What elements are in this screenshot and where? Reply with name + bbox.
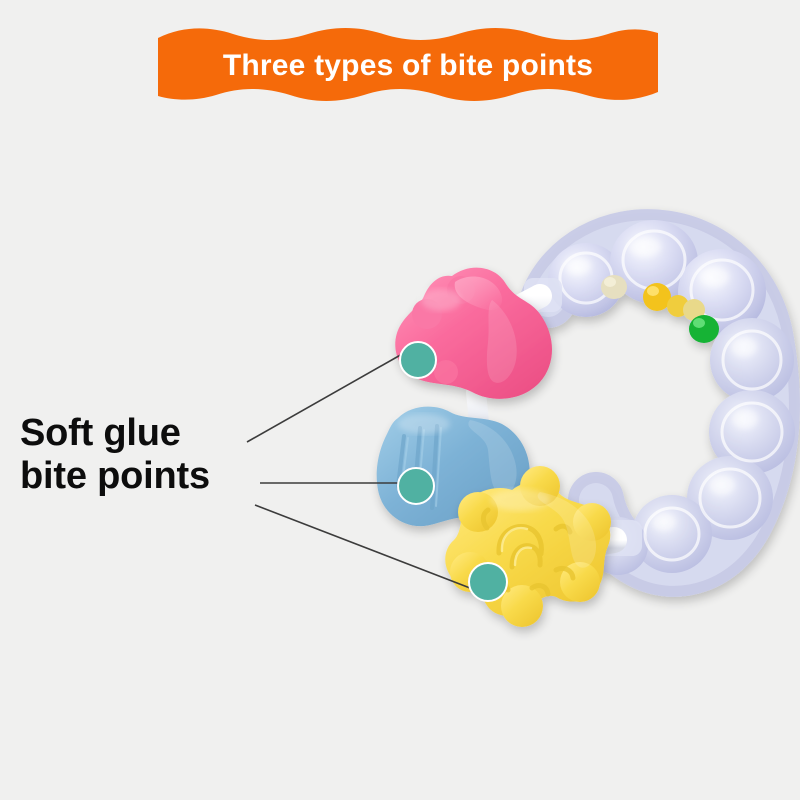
callout-line-2: bite points	[20, 455, 210, 498]
leader-line-yellow	[254, 504, 471, 589]
blue-bite-point-marker	[397, 467, 435, 505]
rattle-beads	[601, 275, 719, 343]
callout-label: Soft glue bite points	[20, 412, 280, 499]
pink-bite-point-marker	[399, 341, 437, 379]
yellow-bite-point-marker	[468, 562, 508, 602]
callout-line-1: Soft glue	[20, 412, 181, 454]
leader-line-pink	[246, 352, 405, 443]
teether-ring	[520, 209, 800, 597]
banner-shape	[158, 28, 658, 101]
